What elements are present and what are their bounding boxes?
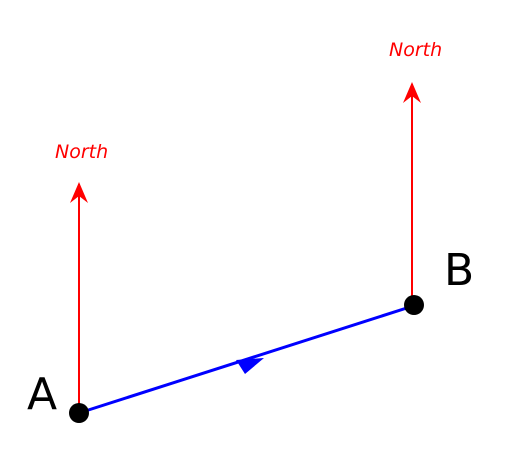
point-b-label: B bbox=[444, 245, 474, 296]
north-arrow-b: North bbox=[389, 39, 442, 305]
point-b: B bbox=[404, 245, 474, 315]
point-a-marker bbox=[69, 403, 89, 423]
north-label-b: North bbox=[389, 39, 442, 61]
north-arrow-b-head-icon bbox=[403, 82, 421, 103]
north-label-a: North bbox=[55, 141, 108, 163]
north-arrow-a-head-icon bbox=[70, 182, 88, 203]
point-b-marker bbox=[404, 295, 424, 315]
path-direction-arrow-icon bbox=[236, 358, 264, 374]
path-a-to-b bbox=[78, 304, 414, 415]
point-a-label: A bbox=[27, 369, 57, 420]
point-a: A bbox=[27, 369, 89, 423]
north-arrow-a: North bbox=[55, 141, 108, 413]
